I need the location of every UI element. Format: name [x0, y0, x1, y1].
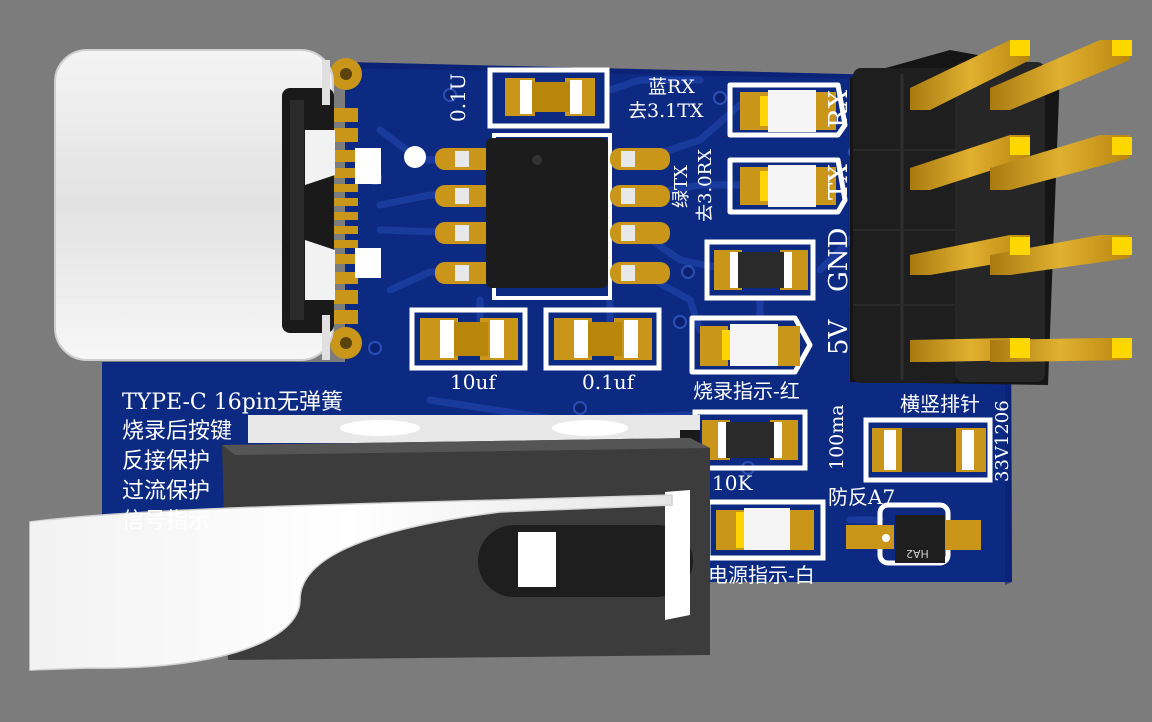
label-burn-led: 烧录指示-红	[693, 379, 800, 403]
diode-a7	[846, 502, 981, 566]
label-feature-3: 过流保护	[122, 479, 211, 504]
fuse-1206	[863, 417, 993, 483]
cap-10uf	[409, 307, 528, 371]
usb-c-connector	[54, 49, 335, 361]
label-power-led: 电源指示-白	[708, 563, 815, 587]
led-blue-rx	[727, 82, 848, 138]
tactile-button	[29, 415, 710, 671]
label-header-desc: 横竖排针	[900, 392, 980, 416]
label-blue-rx: 蓝RX	[648, 76, 695, 98]
pin1-marker	[404, 146, 426, 168]
cap-0-1uf	[543, 307, 662, 371]
soic8-chip	[435, 133, 670, 300]
cap-top	[487, 67, 610, 129]
label-cap-10uf: 10uf	[450, 370, 496, 394]
resistor-1	[704, 239, 816, 301]
label-fuse-current: 100ma	[826, 404, 848, 470]
pin-header	[850, 40, 1132, 385]
pin-label-tx: TX	[824, 164, 854, 200]
led-green-tx	[727, 157, 848, 215]
led-red-burn	[689, 315, 813, 375]
label-feature-4: 信号指示	[122, 509, 211, 534]
label-diode-marking: HA2	[906, 547, 929, 560]
label-fuse-part: 33V1206	[992, 400, 1013, 482]
label-resistor-10k: 10K	[712, 471, 753, 495]
label-to-30rx: 去3.0RX	[695, 149, 716, 222]
led-white-power	[705, 499, 826, 561]
label-to-31tx: 去3.1TX	[628, 100, 704, 122]
label-diode-desc: 防反A7	[828, 485, 896, 509]
label-cap-0-1u: 0.1U	[446, 73, 470, 122]
usb-c-pads	[330, 58, 381, 359]
label-cap-0-1uf: 0.1uf	[582, 370, 635, 394]
label-green-tx: 绿TX	[671, 165, 692, 208]
pin-label-gnd: GND	[824, 227, 854, 292]
label-feature-2: 反接保护	[122, 449, 211, 474]
label-type-c-desc: TYPE-C 16pin无弹簧	[122, 390, 344, 415]
pin-label-rx: RX	[824, 89, 854, 128]
pin-label-5v: 5V	[824, 319, 854, 355]
label-feature-1: 烧录后按键	[122, 419, 233, 444]
